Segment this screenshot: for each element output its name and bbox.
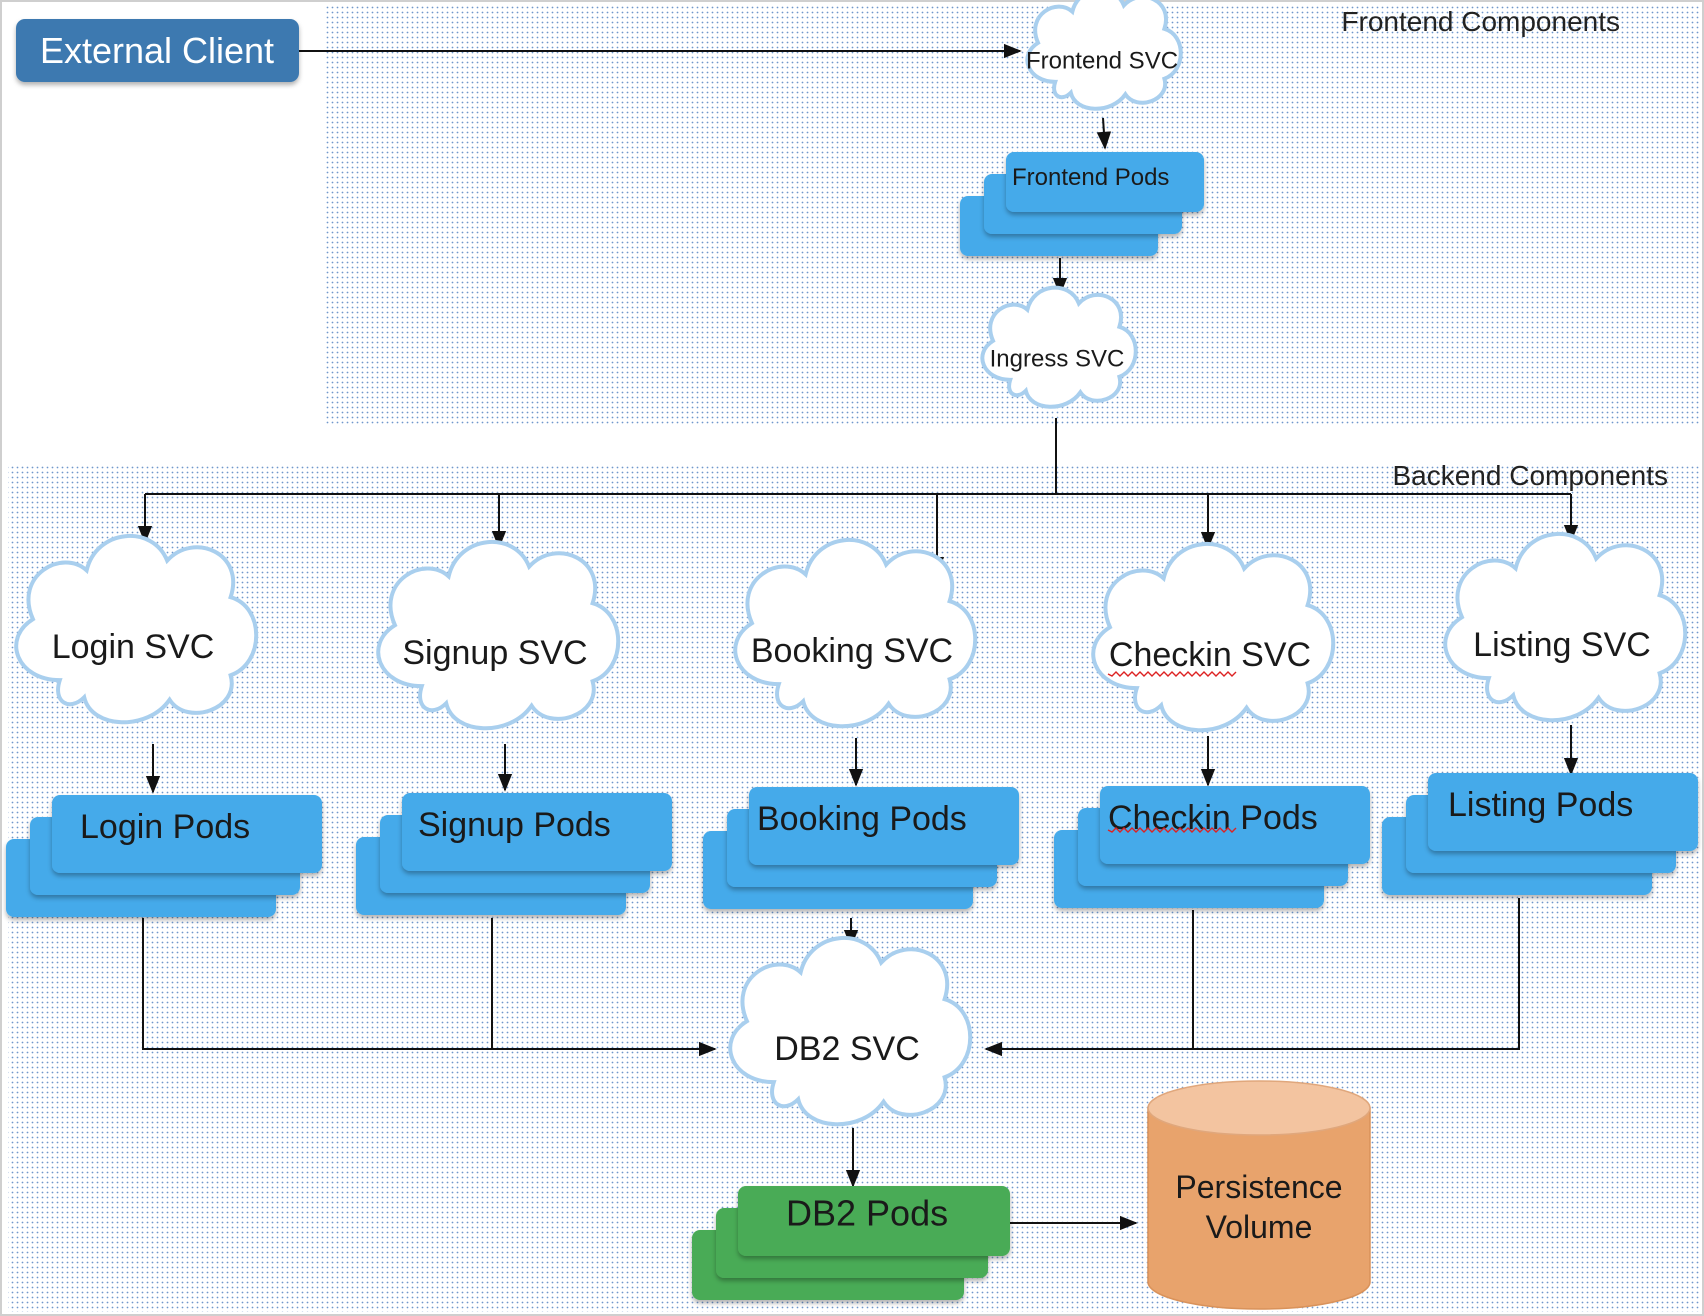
service-3-pods-spellcheck-mark bbox=[1107, 827, 1237, 833]
persistence-volume-label-0: Persistence bbox=[1175, 1169, 1342, 1205]
external-client-label: External Client bbox=[40, 30, 274, 71]
service-1-pods-node: Signup Pods bbox=[356, 793, 672, 915]
service-2-pods-node: Booking Pods bbox=[703, 787, 1019, 909]
db2-svc-label: DB2 SVC bbox=[774, 1030, 920, 1068]
service-0-pods-node: Login Pods bbox=[6, 795, 322, 917]
frontend-svc-label: Frontend SVC bbox=[1026, 47, 1178, 74]
service-0-pods-label: Login Pods bbox=[80, 808, 250, 846]
ingress-svc-node: Ingress SVC bbox=[982, 288, 1135, 407]
ingress-svc-label: Ingress SVC bbox=[990, 345, 1125, 372]
db2-pods-label: DB2 Pods bbox=[786, 1192, 948, 1233]
external-client-node: External Client bbox=[16, 19, 299, 82]
service-4-pods-label: Listing Pods bbox=[1448, 786, 1633, 824]
service-1-label: Signup SVC bbox=[402, 634, 587, 672]
service-1-pods-label: Signup Pods bbox=[418, 806, 611, 844]
service-1-node: Signup SVC bbox=[378, 542, 618, 728]
service-0-node: Login SVC bbox=[16, 536, 256, 722]
service-2-pods-label: Booking Pods bbox=[757, 800, 967, 838]
frontend-svc-to-pods-edge bbox=[1096, 117, 1112, 150]
frontend-region-label: Frontend Components bbox=[1341, 6, 1620, 37]
service-3-pods-label: Checkin Pods bbox=[1108, 799, 1318, 837]
service-3-pods-node: Checkin Pods bbox=[1054, 786, 1370, 908]
service-4-label: Listing SVC bbox=[1473, 626, 1651, 664]
connectors bbox=[137, 43, 1579, 1231]
service-3-spellcheck-mark bbox=[1107, 671, 1237, 677]
service-3-label: Checkin SVC bbox=[1109, 636, 1311, 674]
service-0-label: Login SVC bbox=[52, 628, 215, 666]
backend-region-label: Backend Components bbox=[1392, 460, 1668, 491]
service-4-pods-node: Listing Pods bbox=[1382, 773, 1698, 895]
listing-pods-to-db2-edge bbox=[984, 898, 1520, 1057]
frontend-svc-node: Frontend SVC bbox=[1026, 0, 1181, 109]
db2-pods-node: DB2 Pods bbox=[692, 1186, 1010, 1300]
frontend-pods-node: Frontend Pods bbox=[960, 152, 1204, 256]
service-4-node: Listing SVC bbox=[1445, 534, 1685, 720]
db2-svc-node: DB2 SVC bbox=[730, 938, 970, 1124]
service-2-label: Booking SVC bbox=[751, 632, 953, 670]
frontend-pods-label: Frontend Pods bbox=[1012, 164, 1169, 191]
service-2-node: Booking SVC bbox=[735, 540, 975, 726]
persistence-volume-label-1: Volume bbox=[1206, 1209, 1313, 1245]
login-pods-to-db2-edge bbox=[142, 918, 717, 1057]
service-3-node: Checkin SVC bbox=[1093, 544, 1333, 730]
